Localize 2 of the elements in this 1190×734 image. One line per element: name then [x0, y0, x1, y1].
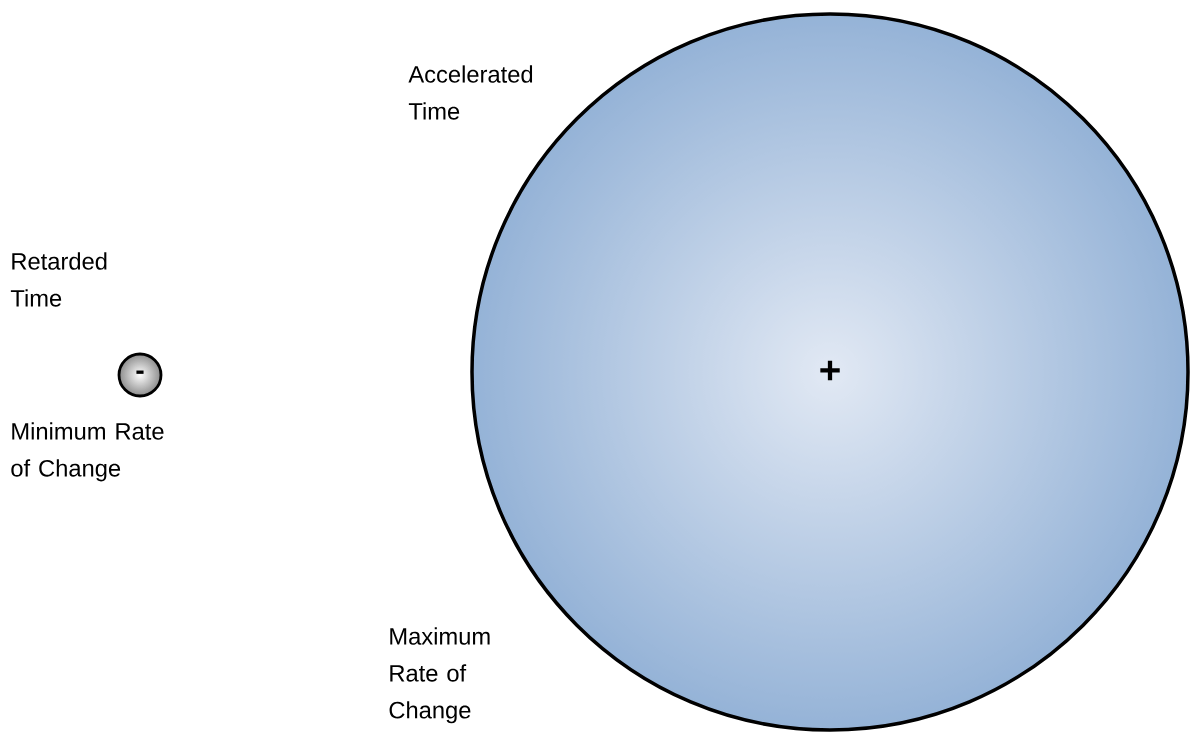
node-caption: Retarded Time — [10, 252, 107, 307]
node-caption: Minimum Rate of Change — [11, 422, 164, 482]
